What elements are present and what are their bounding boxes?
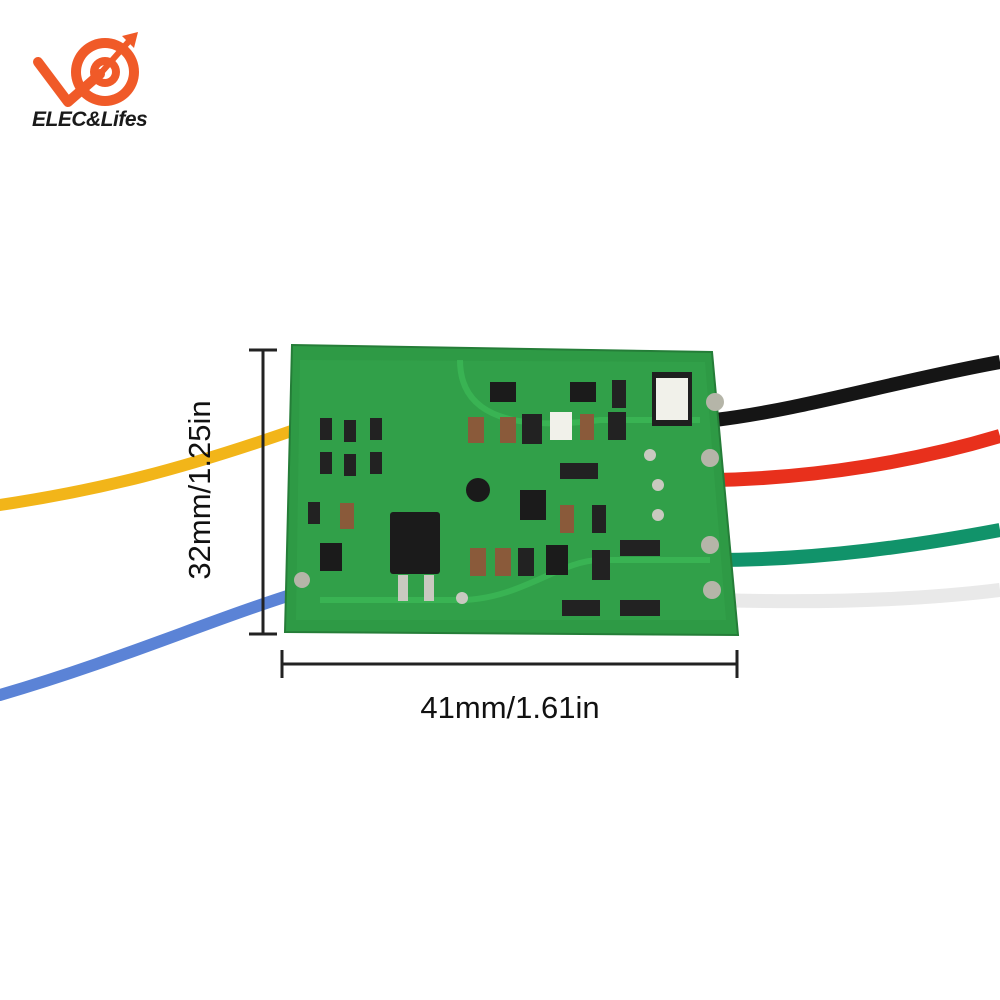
brand-logo-icon	[33, 32, 139, 107]
pcb-board	[283, 343, 740, 637]
width-dimension-line	[280, 650, 739, 678]
blue-wire	[0, 586, 306, 701]
height-dimension-line	[249, 348, 277, 636]
red-wire	[714, 429, 1000, 487]
brand-name: ELEC&Lifes	[32, 108, 148, 131]
white-wire	[714, 583, 1000, 609]
yellow-wire	[0, 422, 306, 511]
green-wire	[714, 523, 1000, 567]
width-dimension-label: 41mm/1.61in	[420, 690, 600, 725]
height-dimension-text: 32mm/1.25in	[182, 400, 217, 580]
black-wire	[714, 355, 1000, 427]
